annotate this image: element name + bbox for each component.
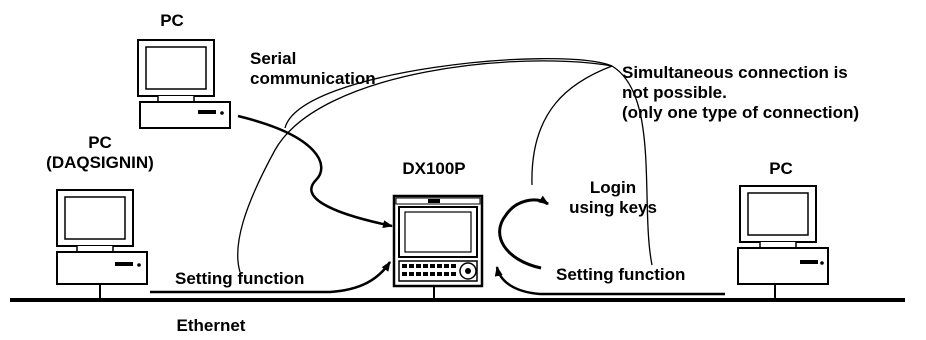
pc-top-label: PC: [160, 11, 184, 30]
simultaneous-note-line3: (only one type of connection): [622, 103, 859, 122]
simultaneous-note-line2: not possible.: [622, 83, 727, 102]
ethernet-label: Ethernet: [177, 316, 246, 335]
pc-top-icon: [137, 39, 231, 129]
callout-line-login: [531, 65, 613, 186]
callout-line-serial: [284, 58, 613, 129]
callout-line-right: [611, 65, 653, 266]
serial-label-line1: Serial: [250, 49, 296, 68]
serial-arrow: [237, 114, 393, 229]
pc-right-icon: [737, 185, 829, 285]
login-label-line2: using keys: [569, 198, 657, 217]
simultaneous-note-line1: Simultaneous connection is: [622, 63, 848, 82]
login-loop-arrow: [498, 195, 549, 270]
setting-label-left: Setting function: [175, 269, 304, 288]
serial-label-line2: communication: [250, 69, 376, 88]
pc-left-label-line1: PC: [88, 133, 112, 152]
login-label-line1: Login: [590, 178, 636, 197]
pc-left-icon: [56, 189, 148, 285]
setting-label-right: Setting function: [556, 265, 685, 284]
setting-arrow-left: [150, 261, 392, 294]
device-label: DX100P: [402, 159, 465, 178]
callout-line-left: [237, 60, 613, 273]
pc-left-label-line2: (DAQSIGNIN): [46, 153, 154, 172]
dx100p-device-icon: [392, 194, 484, 288]
pc-right-label: PC: [769, 159, 793, 178]
setting-arrow-right: [494, 266, 725, 296]
